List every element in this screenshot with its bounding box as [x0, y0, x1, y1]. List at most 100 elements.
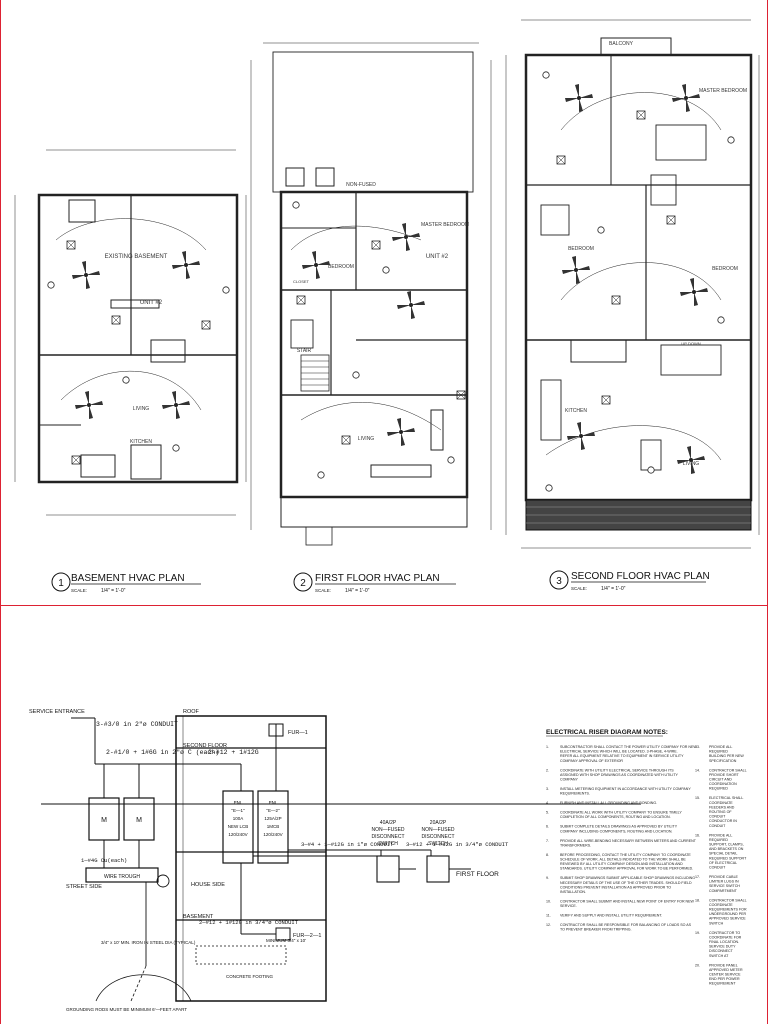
room-label: NON-FUSED [346, 182, 376, 188]
ground-rod-note: GROUNDING RODS MUST BE MINIMUM 6'—FEET A… [66, 1007, 187, 1012]
svg-text:120/240V: 120/240V [228, 832, 247, 837]
note-number: 2. [546, 768, 549, 772]
note-number: 15. [695, 796, 700, 800]
note-text: COORDINATE ALL WORK WITH UTILITY COMPANY… [560, 811, 682, 820]
panel-e2: PNL "E—2" 125A/2P 1MCB 120/240V [263, 800, 282, 837]
ground-rod-label: 3/4" x 10' MIN. IRON IN STEEL DIA (TYPIC… [101, 940, 196, 945]
svg-text:"E—2": "E—2" [266, 808, 280, 813]
room-label: BEDROOM [328, 264, 354, 270]
svg-text:DISCONNECT: DISCONNECT [421, 834, 454, 840]
note-number: 9. [546, 876, 549, 880]
note-number: 8. [546, 853, 549, 857]
plan-title-3: 3 SECOND FLOOR HVAC PLAN SCALE: 1/4" = 1… [549, 570, 710, 592]
ground-wire-label: 1—#4G Cu(each) [81, 857, 127, 864]
hvac-plans-drawing: EXISTING BASEMENT UNIT #2 LIVING KITCHEN [14, 19, 760, 594]
room-label: MASTER BEDROOM [421, 222, 469, 228]
note-number: 13. [695, 745, 700, 749]
basement-label: BASEMENT [183, 914, 214, 920]
notes-left-column: 1.SUBCONTRACTOR SHALL CONTACT THE POWER … [546, 745, 697, 932]
room-label: UNIT #2 [140, 300, 163, 306]
svg-text:NON—FUSED: NON—FUSED [371, 827, 404, 833]
note-text: PROVIDE ALL WIRE-BENDING NECESSARY BETWE… [560, 839, 697, 848]
first-floor-label: FIRST FLOOR [456, 871, 499, 878]
note-text: FURNISH AND INSTALL ALL GROUNDING AND BO… [560, 801, 657, 805]
conduit-12-label: 2-#12 + 1#12G [208, 749, 259, 756]
conduit-right-label: 3—#12 + 1—#12G in 3/4"ø CONDUIT [406, 841, 509, 848]
conduit-feed-label: 2-#1/0 + 1#6G in 2"ø C (each) [106, 749, 219, 756]
scale-label: SCALE: [571, 586, 587, 591]
note-text: CONTRACTOR SHALL SUBMIT AND INSTALL NEW … [560, 900, 695, 909]
note-number: 10. [546, 900, 551, 904]
scale-value: 1/4" = 1'-0" [601, 586, 626, 592]
minimum-label: MINIMUM 3/4" x 10' [266, 938, 306, 943]
meter-icon: M [136, 817, 142, 824]
svg-text:20A/2P: 20A/2P [430, 820, 447, 826]
note-text: BEFORE PROCEEDING, CONTACT THE UTILITY C… [560, 853, 693, 871]
concrete-label: CONCRETE FOOTING [226, 974, 273, 979]
panel-e1: PNL "E—1" 100A NEW LCB 120/240V [228, 800, 249, 837]
note-number: 14. [695, 768, 700, 772]
room-label: CLOSET [293, 279, 310, 284]
note-text: SUBCONTRACTOR SHALL CONTACT THE POWER UT… [560, 745, 697, 763]
plan-title: BASEMENT HVAC PLAN [71, 573, 185, 584]
svg-text:1MCB: 1MCB [267, 824, 280, 829]
note-number: 18. [695, 898, 700, 902]
notes-heading: ELECTRICAL RISER DIAGRAM NOTES: [546, 729, 668, 736]
plan-title: SECOND FLOOR HVAC PLAN [571, 571, 710, 582]
note-text: COORDINATE WITH UTILITY ELECTRICAL SERVI… [560, 768, 679, 781]
note-number: 17. [695, 875, 700, 879]
roof-label: ROOF [183, 709, 200, 715]
svg-text:120/240V: 120/240V [263, 832, 282, 837]
hvac-plans-sheet: EXISTING BASEMENT UNIT #2 LIVING KITCHEN [0, 0, 768, 606]
meter-icon: M [101, 817, 107, 824]
riser-lines [41, 715, 641, 1002]
plan-number: 1 [58, 578, 64, 589]
note-number: 20. [695, 963, 700, 967]
svg-text:PNL: PNL [269, 800, 278, 805]
conduit-main-label: 3-#3/0 in 2"ø CONDUIT [96, 721, 178, 728]
room-label: KITCHEN [130, 439, 152, 445]
street-side-label: STREET SIDE [66, 884, 102, 890]
svg-text:PNL: PNL [234, 800, 243, 805]
svg-text:SWITCH: SWITCH [378, 841, 398, 847]
scale-value: 1/4" = 1'-0" [345, 588, 370, 594]
room-label: BALCONY [609, 41, 634, 47]
disconnect-switch-40a: 40A/2P NON—FUSED DISCONNECT SWITCH [371, 820, 404, 847]
svg-text:"E—1": "E—1" [231, 808, 245, 813]
note-text: SUBMIT SHOP DRAWINGS SUBMIT APPLICABLE S… [560, 876, 695, 894]
disconnect-switch-20a: 20A/2P NON—FUSED DISCONNECT SWITCH [421, 820, 454, 847]
note-text: INSTALL METERING EQUIPMENT IN ACCORDANCE… [560, 787, 691, 796]
scale-value: 1/4" = 1'-0" [101, 588, 126, 594]
svg-text:100A: 100A [233, 816, 244, 821]
note-number: 7. [546, 839, 549, 843]
conduit-left-label: 3—#4 + 1—#12G in 1"ø CONDUIT [301, 841, 394, 848]
room-label: UNIT #2 [426, 254, 449, 260]
first-floor-plan [250, 42, 492, 546]
room-label: BEDROOM [568, 246, 594, 252]
room-label: LIVING [133, 406, 150, 412]
note-text: CONTRACTOR SHALL BE RESPONSIBLE FOR BALA… [560, 923, 692, 932]
note-number: 16. [695, 833, 700, 837]
note-text: VERIFY AND SUPPLY AND INSTALL UTILITY RE… [560, 914, 662, 918]
room-label: STAIR [297, 348, 312, 354]
note-number: 12. [546, 923, 551, 927]
second-floor-plan [505, 19, 760, 549]
scale-label: SCALE: [71, 588, 87, 593]
plan-title: FIRST FLOOR HVAC PLAN [315, 573, 440, 584]
svg-text:NEW LCB: NEW LCB [228, 824, 249, 829]
scale-label: SCALE: [315, 588, 331, 593]
plan-title-2: 2 FIRST FLOOR HVAC PLAN SCALE: 1/4" = 1'… [293, 572, 456, 594]
service-entrance-label: SERVICE ENTRANCE [29, 709, 85, 715]
room-label: LIVING [683, 461, 700, 467]
svg-text:40A/2P: 40A/2P [380, 820, 397, 826]
deck-pattern [526, 506, 751, 524]
